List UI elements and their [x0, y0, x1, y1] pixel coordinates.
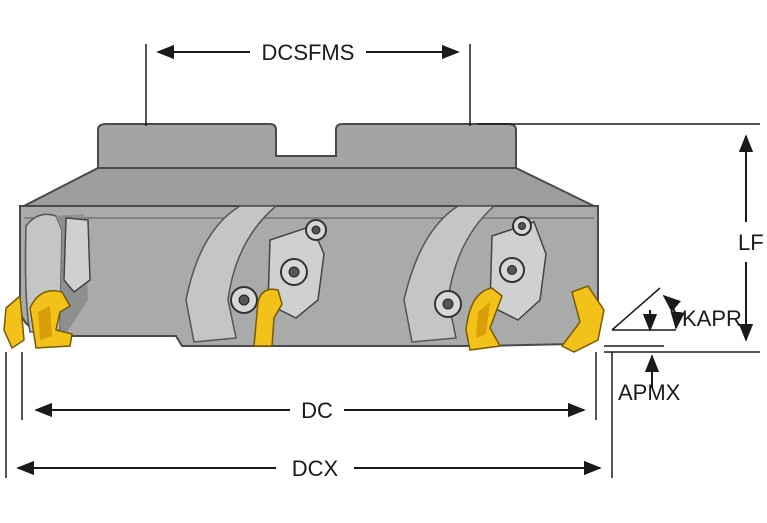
dim-kapr: KAPR — [611, 287, 742, 332]
insert-center — [253, 288, 283, 347]
insert-far-right — [560, 285, 605, 353]
screw-right-low — [434, 290, 462, 318]
dim-dc: DC — [21, 352, 597, 423]
dim-dcx: DCX — [5, 352, 613, 481]
dim-dcsfms: DCSFMS — [145, 40, 471, 126]
screw-center-top — [305, 219, 327, 241]
dim-lf: LF — [478, 123, 764, 353]
insert-far-left — [3, 294, 25, 350]
chip-flute-right — [403, 205, 496, 343]
label-lf: LF — [738, 230, 764, 255]
insert-left-edge — [38, 306, 52, 340]
screw-right-mid — [499, 257, 525, 283]
dim-apmx: APMX — [604, 345, 681, 405]
label-kapr: KAPR — [682, 306, 742, 331]
screw-center-mid — [280, 258, 308, 286]
screw-right-top — [512, 216, 532, 236]
cutter-body — [3, 123, 605, 353]
screw-center-low — [230, 286, 258, 314]
label-dc: DC — [301, 398, 333, 423]
chip-flute-center — [185, 205, 279, 343]
label-dcsfms: DCSFMS — [262, 40, 355, 65]
taper — [19, 167, 599, 209]
insert-right-edge — [476, 302, 490, 338]
label-apmx: APMX — [618, 380, 681, 405]
clamp-left — [63, 217, 91, 294]
hub — [97, 123, 517, 171]
label-dcx: DCX — [292, 456, 339, 481]
